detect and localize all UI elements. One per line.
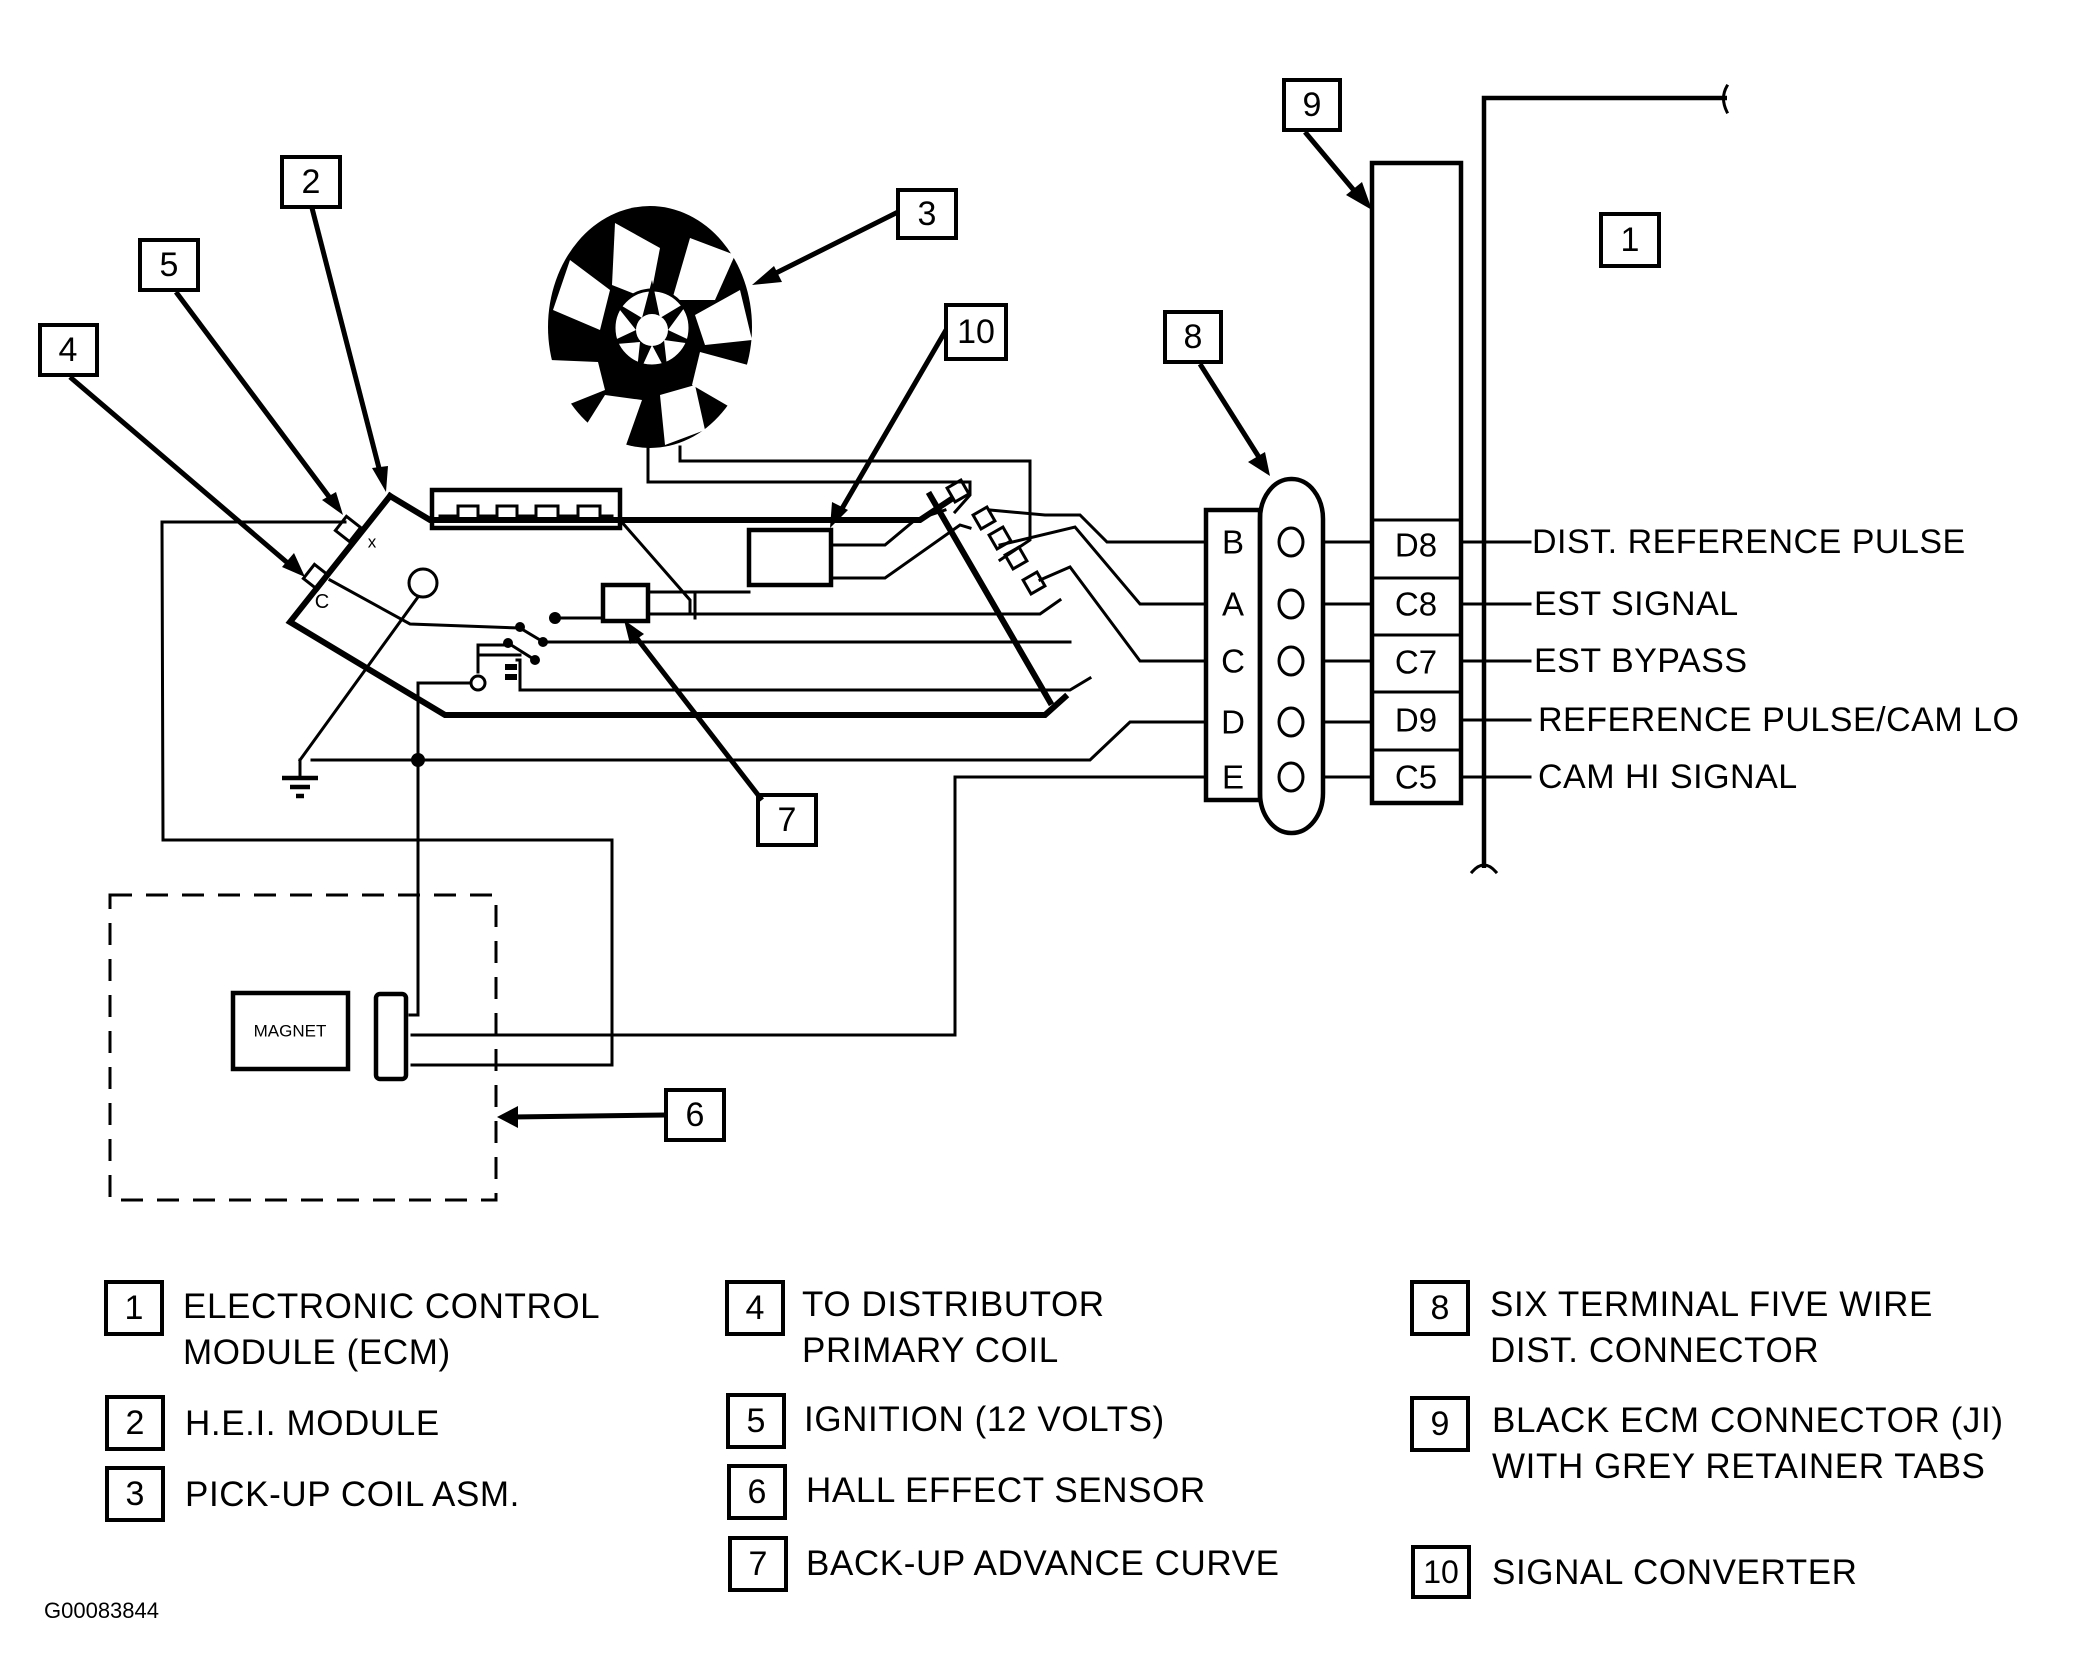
legend-text: SIX TERMINAL FIVE WIRE <box>1490 1285 1933 1324</box>
callout-5-number: 5 <box>160 246 179 284</box>
legend-item-9: 9 BLACK ECM CONNECTOR (JI) WITH GREY RET… <box>1410 1396 2004 1486</box>
hall-effect-sensor: MAGNET <box>108 893 498 1202</box>
legend-text: H.E.I. MODULE <box>185 1404 440 1443</box>
dist-pin-a: A <box>1222 586 1244 623</box>
callout-4-number: 4 <box>59 331 78 369</box>
magnet-label: MAGNET <box>254 1022 327 1041</box>
ecm-outline <box>1481 95 1727 868</box>
callout-4: 4 <box>38 323 305 577</box>
legend-text: DIST. CONNECTOR <box>1490 1331 1819 1370</box>
legend-text: WITH GREY RETAINER TABS <box>1492 1447 1986 1486</box>
legend-number: 4 <box>746 1289 765 1327</box>
dist-pin-e: E <box>1222 759 1244 796</box>
legend-item-8: 8 SIX TERMINAL FIVE WIRE DIST. CONNECTOR <box>1410 1280 1933 1370</box>
callout-9-number: 9 <box>1303 86 1322 124</box>
ecm-pin-c7: C7 <box>1395 644 1437 681</box>
wire-junction <box>411 753 425 767</box>
ecm-break-mark <box>1722 83 1730 115</box>
legend-text: SIGNAL CONVERTER <box>1492 1553 1858 1592</box>
legend-number: 8 <box>1431 1289 1450 1327</box>
legend-number: 7 <box>749 1545 768 1583</box>
callout-2-number: 2 <box>302 163 321 201</box>
callout-5: 5 <box>138 238 343 515</box>
ecm-module <box>1469 83 1730 875</box>
hei-terminal-strip <box>925 478 1208 707</box>
callout-8-number: 8 <box>1184 318 1203 356</box>
legend-number: 2 <box>126 1404 145 1442</box>
hall-supply-wire <box>408 760 420 1017</box>
callout-1: 1 <box>1599 212 1661 268</box>
legend-number: 5 <box>747 1402 766 1440</box>
ignition-wire <box>160 520 614 1067</box>
callout-6: 6 <box>497 1088 726 1142</box>
hall-output-wire <box>410 775 957 1037</box>
hei-module: x C <box>285 491 1093 764</box>
dist-connector: B A C D E <box>1203 476 1374 836</box>
pickup-coil <box>548 206 752 448</box>
legend-text: IGNITION (12 VOLTS) <box>804 1400 1165 1439</box>
legend-text: MODULE (ECM) <box>183 1333 451 1372</box>
signal-est-bypass: EST BYPASS <box>1534 642 1748 680</box>
callout-9: 9 <box>1282 78 1372 210</box>
callout-3: 3 <box>752 188 958 285</box>
callout-3-number: 3 <box>918 195 937 233</box>
legend-item-7: 7 BACK-UP ADVANCE CURVE <box>728 1536 1280 1592</box>
dist-pin-b: B <box>1222 524 1244 561</box>
legend-text: ELECTRONIC CONTROL <box>183 1287 600 1326</box>
hei-terminal-x: x <box>368 533 377 552</box>
legend-text: PRIMARY COIL <box>802 1331 1059 1370</box>
ecm-break-mark <box>1469 863 1499 875</box>
legend-text: PICK-UP COIL ASM. <box>185 1475 520 1514</box>
callout-7: 7 <box>624 620 818 847</box>
legend-text: BACK-UP ADVANCE CURVE <box>806 1544 1280 1583</box>
ground-symbol <box>282 758 318 799</box>
legend-item-5: 5 IGNITION (12 VOLTS) <box>726 1393 1165 1449</box>
legend-item-10: 10 SIGNAL CONVERTER <box>1411 1545 1858 1599</box>
ecm-pin-c5: C5 <box>1395 759 1437 796</box>
legend-text: TO DISTRIBUTOR <box>802 1285 1105 1324</box>
callout-2: 2 <box>280 155 388 492</box>
callout-10: 10 <box>830 303 1008 528</box>
legend-item-3: 3 PICK-UP COIL ASM. <box>105 1466 520 1522</box>
legend-item-6: 6 HALL EFFECT SENSOR <box>727 1464 1206 1520</box>
waveform-symbol <box>429 487 692 614</box>
signal-converter <box>648 508 972 620</box>
signal-est-signal: EST SIGNAL <box>1534 585 1739 623</box>
legend-item-2: 2 H.E.I. MODULE <box>105 1395 440 1451</box>
ecm-pin-c8: C8 <box>1395 586 1437 623</box>
ecm-connector: D8 C8 C7 D9 C5 <box>1369 160 1464 806</box>
dist-pin-c: C <box>1221 643 1245 680</box>
callout-7-number: 7 <box>778 801 797 839</box>
legend-text: BLACK ECM CONNECTOR (JI) <box>1492 1401 2004 1440</box>
pickup-lead <box>678 445 1032 563</box>
dist-pin-d: D <box>1221 704 1245 741</box>
signal-dist-reference-pulse: DIST. REFERENCE PULSE <box>1532 523 1966 561</box>
ecm-signal-leads <box>1459 540 1532 779</box>
ecm-pin-d8: D8 <box>1395 527 1437 564</box>
legend-number: 1 <box>125 1289 144 1327</box>
callout-8: 8 <box>1163 310 1270 476</box>
legend-item-4: 4 TO DISTRIBUTOR PRIMARY COIL <box>725 1280 1105 1370</box>
ecm-pin-d9: D9 <box>1395 702 1437 739</box>
legend-number: 6 <box>748 1473 767 1511</box>
callout-10-number: 10 <box>957 313 995 351</box>
callout-1-number: 1 <box>1621 221 1640 259</box>
signal-reference-pulse-cam-lo: REFERENCE PULSE/CAM LO <box>1538 701 2019 739</box>
legend-item-1: 1 ELECTRONIC CONTROL MODULE (ECM) <box>104 1280 600 1372</box>
legend-number: 10 <box>1423 1554 1459 1590</box>
pickup-lead <box>646 445 972 515</box>
legend-number: 9 <box>1431 1405 1450 1443</box>
hei-terminal-c: C <box>315 591 329 613</box>
wire-pin-d <box>310 720 1208 762</box>
signal-cam-hi: CAM HI SIGNAL <box>1538 758 1798 796</box>
callout-6-number: 6 <box>686 1096 705 1134</box>
legend-number: 3 <box>126 1475 145 1513</box>
backup-advance-curve <box>549 582 1063 624</box>
legend: 1 ELECTRONIC CONTROL MODULE (ECM) 2 H.E.… <box>104 1280 2004 1599</box>
legend-text: HALL EFFECT SENSOR <box>806 1471 1206 1510</box>
figure-id: G00083844 <box>44 1598 159 1623</box>
